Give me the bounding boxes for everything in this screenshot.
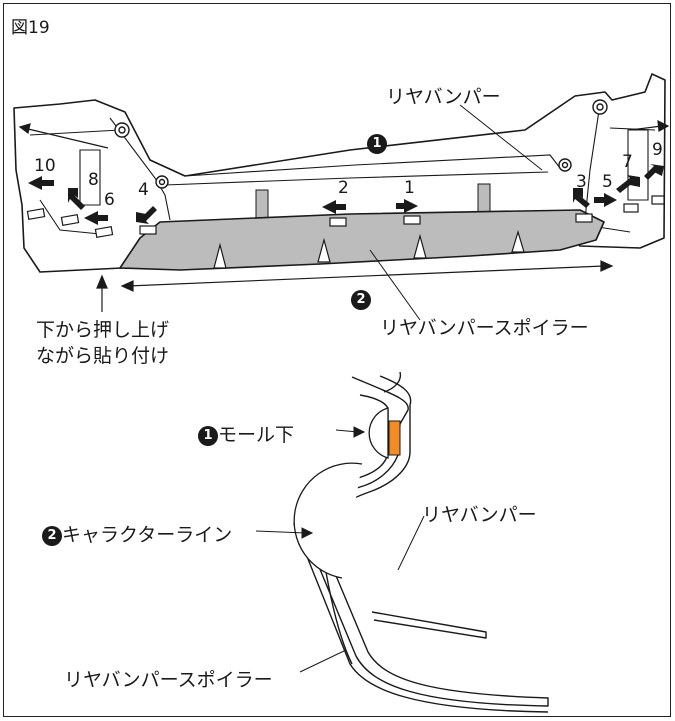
double-sided-tape (388, 420, 401, 456)
rear-bumper-label-section: リヤバンパー (422, 504, 537, 526)
marker-2-callout: 2 (42, 525, 62, 546)
instruction-line-2: ながら貼り付け (36, 345, 170, 367)
rear-bumper-label: リヤバンパー (386, 86, 501, 108)
step-2: 2 (338, 178, 349, 198)
spoiler-label: リヤバンパースポイラー (380, 317, 589, 339)
step-1: 1 (404, 178, 415, 198)
extent-arrows (18, 119, 670, 312)
spoiler-shape (119, 209, 605, 271)
tape-strips (255, 183, 491, 225)
step-9: 9 (652, 140, 663, 160)
mount-holes (114, 99, 608, 189)
clips (26, 195, 665, 239)
step-8: 8 (88, 170, 99, 190)
instruction-line-1: 下から押し上げ (36, 319, 170, 341)
character-line-label: キャラクターライン (62, 524, 233, 546)
under-molding-label: モール下 (218, 424, 295, 446)
spoiler-fins (213, 229, 525, 269)
figure-frame (3, 3, 671, 717)
marker-1-callout: 1 (198, 425, 218, 446)
step-4: 4 (138, 180, 149, 200)
step-10: 10 (34, 156, 56, 176)
marker-2: 2 (351, 290, 371, 310)
leader-lines-bottom (255, 426, 425, 673)
figure-label: 図19 (11, 18, 50, 38)
detail-circles (293, 407, 389, 579)
step-5: 5 (602, 172, 613, 192)
spoiler-label-section: リヤバンパースポイラー (64, 669, 273, 691)
step-7: 7 (622, 152, 633, 172)
marker-1: 1 (367, 134, 387, 154)
step-3: 3 (576, 172, 587, 192)
step-6: 6 (104, 190, 115, 210)
leader-lines-top (369, 104, 543, 321)
step-arrows (28, 164, 664, 225)
